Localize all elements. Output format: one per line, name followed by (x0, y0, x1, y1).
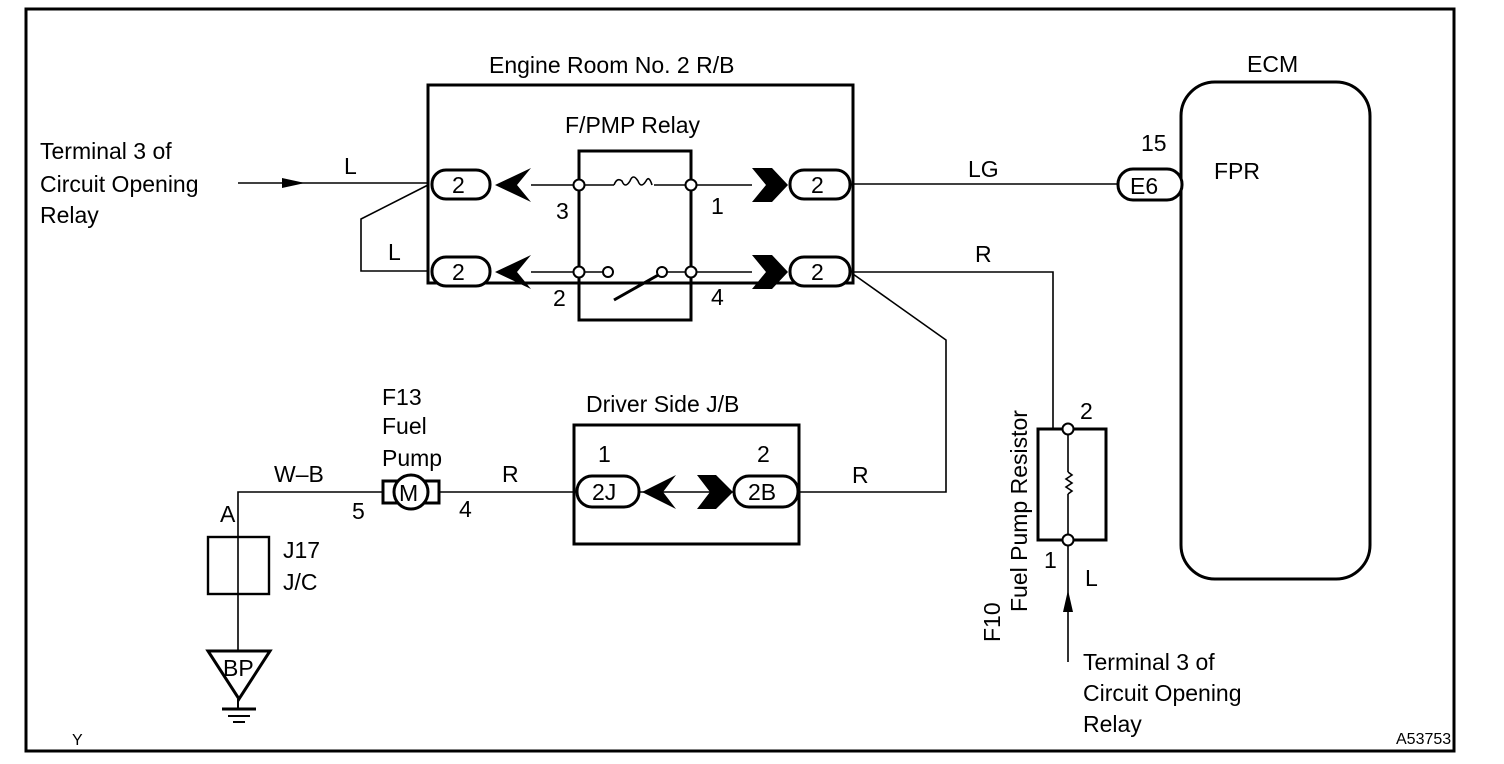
motor-symbol: M (399, 480, 418, 506)
relay-coil-icon (579, 176, 691, 186)
wire-label-jb-to-relay: R (852, 462, 869, 488)
chevron-in-bottom-icon (495, 255, 531, 289)
relay-terminal-1 (684, 178, 698, 192)
relay-switch-icon (579, 266, 691, 302)
driver-jb-pin-right: 2 (757, 441, 770, 467)
motor-icon: M (381, 473, 441, 511)
resistor-terminal-2 (1061, 422, 1075, 436)
relay-terminal-4 (684, 265, 698, 279)
figure-id: A53753 (1396, 731, 1451, 748)
wire-label-relay-out: R (975, 241, 992, 267)
fuel-pump-pin-right: 4 (459, 496, 472, 522)
resistor-box (1036, 427, 1108, 542)
ground-icon (205, 649, 273, 723)
ecm-connector-label: E6 (1130, 173, 1158, 199)
fuel-pump-resistor-label: Fuel Pump Resistor (1006, 410, 1032, 612)
left-source-line3: Relay (40, 202, 99, 228)
resistor-code: F10 (979, 602, 1005, 642)
diagram-frame (24, 7, 1456, 753)
ecm-pin-number: 15 (1141, 130, 1167, 156)
fuel-pump-name-line2: Pump (382, 445, 442, 471)
right-source-label: Terminal 3 of Circuit Opening Relay (1083, 649, 1242, 737)
left-source-label: Terminal 3 of Circuit Opening Relay (40, 138, 199, 228)
chevron-out-top-icon (752, 168, 788, 202)
ecm-signal-label: FPR (1214, 158, 1260, 184)
ground-code: BP (223, 655, 254, 681)
connector-out-bottom (788, 255, 852, 288)
wire-label-left-in: L (344, 153, 357, 179)
left-source-line1: Terminal 3 of (40, 138, 172, 164)
connector-out-bottom-label: 2 (811, 259, 824, 285)
relay-pin-1: 1 (711, 193, 724, 219)
chevron-jb-left-icon (642, 475, 676, 509)
connector-in-bottom-label: 2 (452, 259, 465, 285)
resistor-pin-top: 2 (1080, 398, 1093, 424)
resistor-terminal-1 (1061, 533, 1075, 547)
relay-pin-4: 4 (711, 284, 724, 310)
corner-mark: Y (72, 732, 83, 749)
wire-label-resistor-in: L (1085, 565, 1098, 591)
left-source-line2: Circuit Opening (40, 171, 199, 197)
arrow-left-in-icon (282, 178, 305, 188)
ecm-box (1179, 80, 1372, 581)
connector-in-top (430, 168, 492, 201)
fuel-pump-name-line1: Fuel (382, 413, 427, 439)
right-source-line3: Relay (1083, 711, 1142, 737)
connector-in-top-label: 2 (452, 172, 465, 198)
driver-jb-title: Driver Side J/B (586, 391, 739, 417)
wire-left-loop (360, 184, 429, 272)
junction-connector-type: J/C (283, 569, 318, 595)
wire-ground-wb (237, 491, 383, 652)
connector-out-top (788, 168, 852, 201)
wire-relay-to-resistor (853, 271, 1054, 429)
fuel-pump-pin-left: 5 (352, 498, 365, 524)
wire-label-ground-wb: W–B (274, 461, 324, 487)
chevron-in-top-icon (495, 168, 531, 202)
junction-connector-code: J17 (283, 537, 320, 563)
connector-out-top-label: 2 (811, 172, 824, 198)
relay-pin-3: 3 (556, 198, 569, 224)
wire-relay-to-jb (800, 273, 947, 493)
relay-terminal-3 (572, 178, 586, 192)
connector-in-bottom (430, 255, 492, 288)
resistor-pin-bottom: 1 (1044, 547, 1057, 573)
right-source-line2: Circuit Opening (1083, 680, 1242, 706)
chevron-out-bottom-icon (752, 255, 788, 289)
engine-room-rb-title: Engine Room No. 2 R/B (489, 52, 734, 78)
resistor-icon (1064, 471, 1074, 495)
wire-label-left-loop: L (388, 239, 401, 265)
ecm-title: ECM (1247, 51, 1298, 77)
relay-terminal-2 (572, 265, 586, 279)
relay-box (577, 149, 693, 322)
junction-connector-box (206, 535, 271, 596)
driver-jb-connector-right-label: 2B (748, 479, 776, 505)
driver-jb-connector-left-label: 2J (592, 479, 616, 505)
arrow-resistor-in-icon (1063, 590, 1073, 612)
ecm-connector (1116, 167, 1184, 202)
chevron-jb-right-icon (697, 475, 733, 509)
relay-pin-2: 2 (553, 285, 566, 311)
driver-jb-pin-left: 1 (598, 441, 611, 467)
relay-title: F/PMP Relay (565, 112, 701, 138)
fuel-pump-code: F13 (382, 384, 422, 410)
wire-label-pump-to-jb: R (502, 461, 519, 487)
driver-jb-box (572, 423, 801, 546)
junction-point: A (220, 501, 236, 527)
wire-label-to-ecm: LG (968, 156, 999, 182)
right-source-line1: Terminal 3 of (1083, 649, 1215, 675)
